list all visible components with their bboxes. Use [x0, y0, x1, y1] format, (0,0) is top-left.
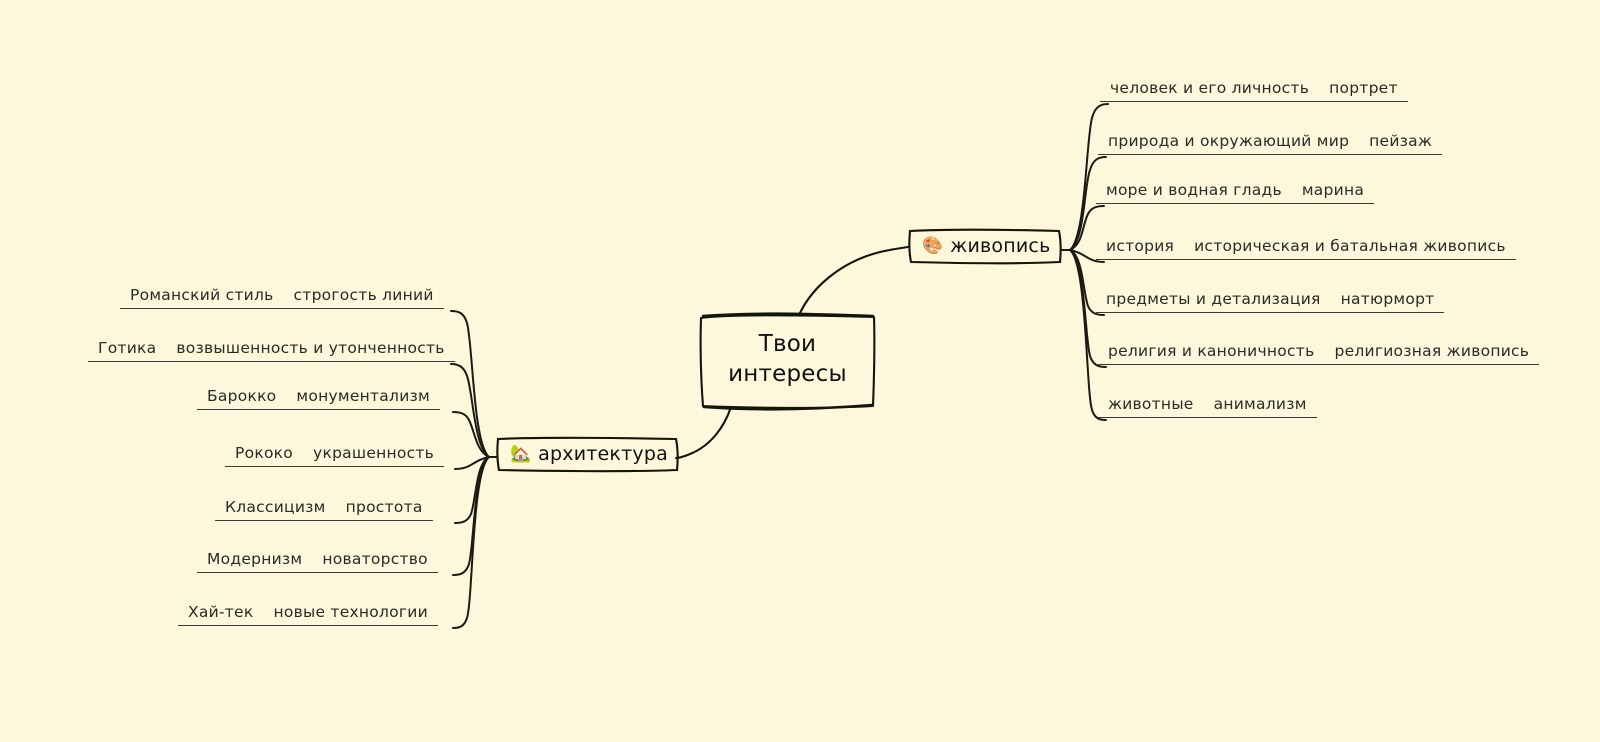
leaf-aspect: человек и его личность	[1100, 79, 1320, 102]
leaf-row[interactable]: религия и каноничность религиозная живоп…	[1098, 342, 1540, 365]
center-node-label: Твои интересы	[728, 330, 847, 387]
palette-icon: 🎨	[922, 235, 944, 256]
fan-left-2	[450, 363, 490, 458]
fan-left-3	[452, 411, 490, 458]
leaf-row[interactable]: Романский стиль строгость линий	[120, 286, 444, 309]
leaf-row[interactable]: Рококо украшенность	[225, 444, 445, 467]
fan-left-5	[454, 456, 490, 524]
house-icon: 🏡	[510, 443, 532, 464]
fan-left-7	[452, 456, 490, 629]
leaf-row[interactable]: Хай-тек новые технологии	[178, 603, 438, 626]
leaf-genre: марина	[1291, 181, 1375, 204]
fan-right-7	[1069, 249, 1107, 421]
link-center-painting	[798, 245, 910, 315]
branch-node-architecture[interactable]: 🏡 архитектура	[496, 437, 678, 471]
leaf-row[interactable]: история историческая и батальная живопис…	[1096, 237, 1516, 260]
leaf-genre: украшенность	[303, 444, 445, 467]
leaf-aspect: Барокко	[197, 387, 287, 410]
leaf-row[interactable]: животные анимализм	[1098, 395, 1317, 418]
leaf-row[interactable]: море и водная гладь марина	[1096, 181, 1375, 204]
fan-right-1	[1069, 103, 1109, 251]
leaf-aspect: Хай-тек	[178, 603, 264, 626]
branch-label-architecture: архитектура	[538, 443, 668, 465]
leaf-genre: натюрморт	[1330, 290, 1445, 313]
center-node[interactable]: Твои интересы	[700, 313, 875, 405]
leaf-genre: историческая и батальная живопись	[1184, 237, 1516, 260]
leaf-aspect: Рококо	[225, 444, 304, 467]
fan-left-6	[452, 456, 490, 576]
leaf-aspect: история	[1096, 237, 1185, 260]
leaf-aspect: животные	[1098, 395, 1204, 418]
branch-node-painting[interactable]: 🎨 живопись	[908, 229, 1061, 263]
fan-left-4	[454, 456, 490, 470]
leaf-genre: строгость линий	[283, 286, 444, 309]
fan-left-1	[450, 310, 490, 458]
leaf-genre: портрет	[1319, 79, 1408, 102]
leaf-aspect: Готика	[88, 339, 167, 362]
leaf-row[interactable]: человек и его личность портрет	[1100, 79, 1408, 102]
leaf-genre: монументализм	[286, 387, 440, 410]
leaf-genre: религиозная живопись	[1324, 342, 1540, 365]
leaf-genre: возвышенность и утонченность	[166, 339, 455, 362]
leaf-row[interactable]: Барокко монументализм	[197, 387, 440, 410]
leaf-genre: простота	[335, 498, 433, 521]
leaf-genre: новые технологии	[263, 603, 438, 626]
link-center-architecture	[674, 405, 733, 460]
leaf-row[interactable]: Готика возвышенность и утонченность	[88, 339, 455, 362]
leaf-row[interactable]: природа и окружающий мир пейзаж	[1098, 132, 1443, 155]
leaf-aspect: природа и окружающий мир	[1098, 132, 1360, 155]
leaf-aspect: предметы и детализация	[1096, 290, 1331, 313]
leaf-aspect: Модернизм	[197, 550, 313, 573]
leaf-genre: новаторство	[312, 550, 438, 573]
leaf-row[interactable]: предметы и детализация натюрморт	[1096, 290, 1445, 313]
leaf-aspect: море и водная гладь	[1096, 181, 1292, 204]
leaf-aspect: Романский стиль	[120, 286, 284, 309]
leaf-aspect: Классицизм	[215, 498, 336, 521]
leaf-row[interactable]: Классицизм простота	[215, 498, 433, 521]
leaf-row[interactable]: Модернизм новаторство	[197, 550, 438, 573]
leaf-genre: анимализм	[1203, 395, 1317, 418]
leaf-aspect: религия и каноничность	[1098, 342, 1325, 365]
branch-label-painting: живопись	[950, 235, 1051, 257]
leaf-genre: пейзаж	[1359, 132, 1443, 155]
